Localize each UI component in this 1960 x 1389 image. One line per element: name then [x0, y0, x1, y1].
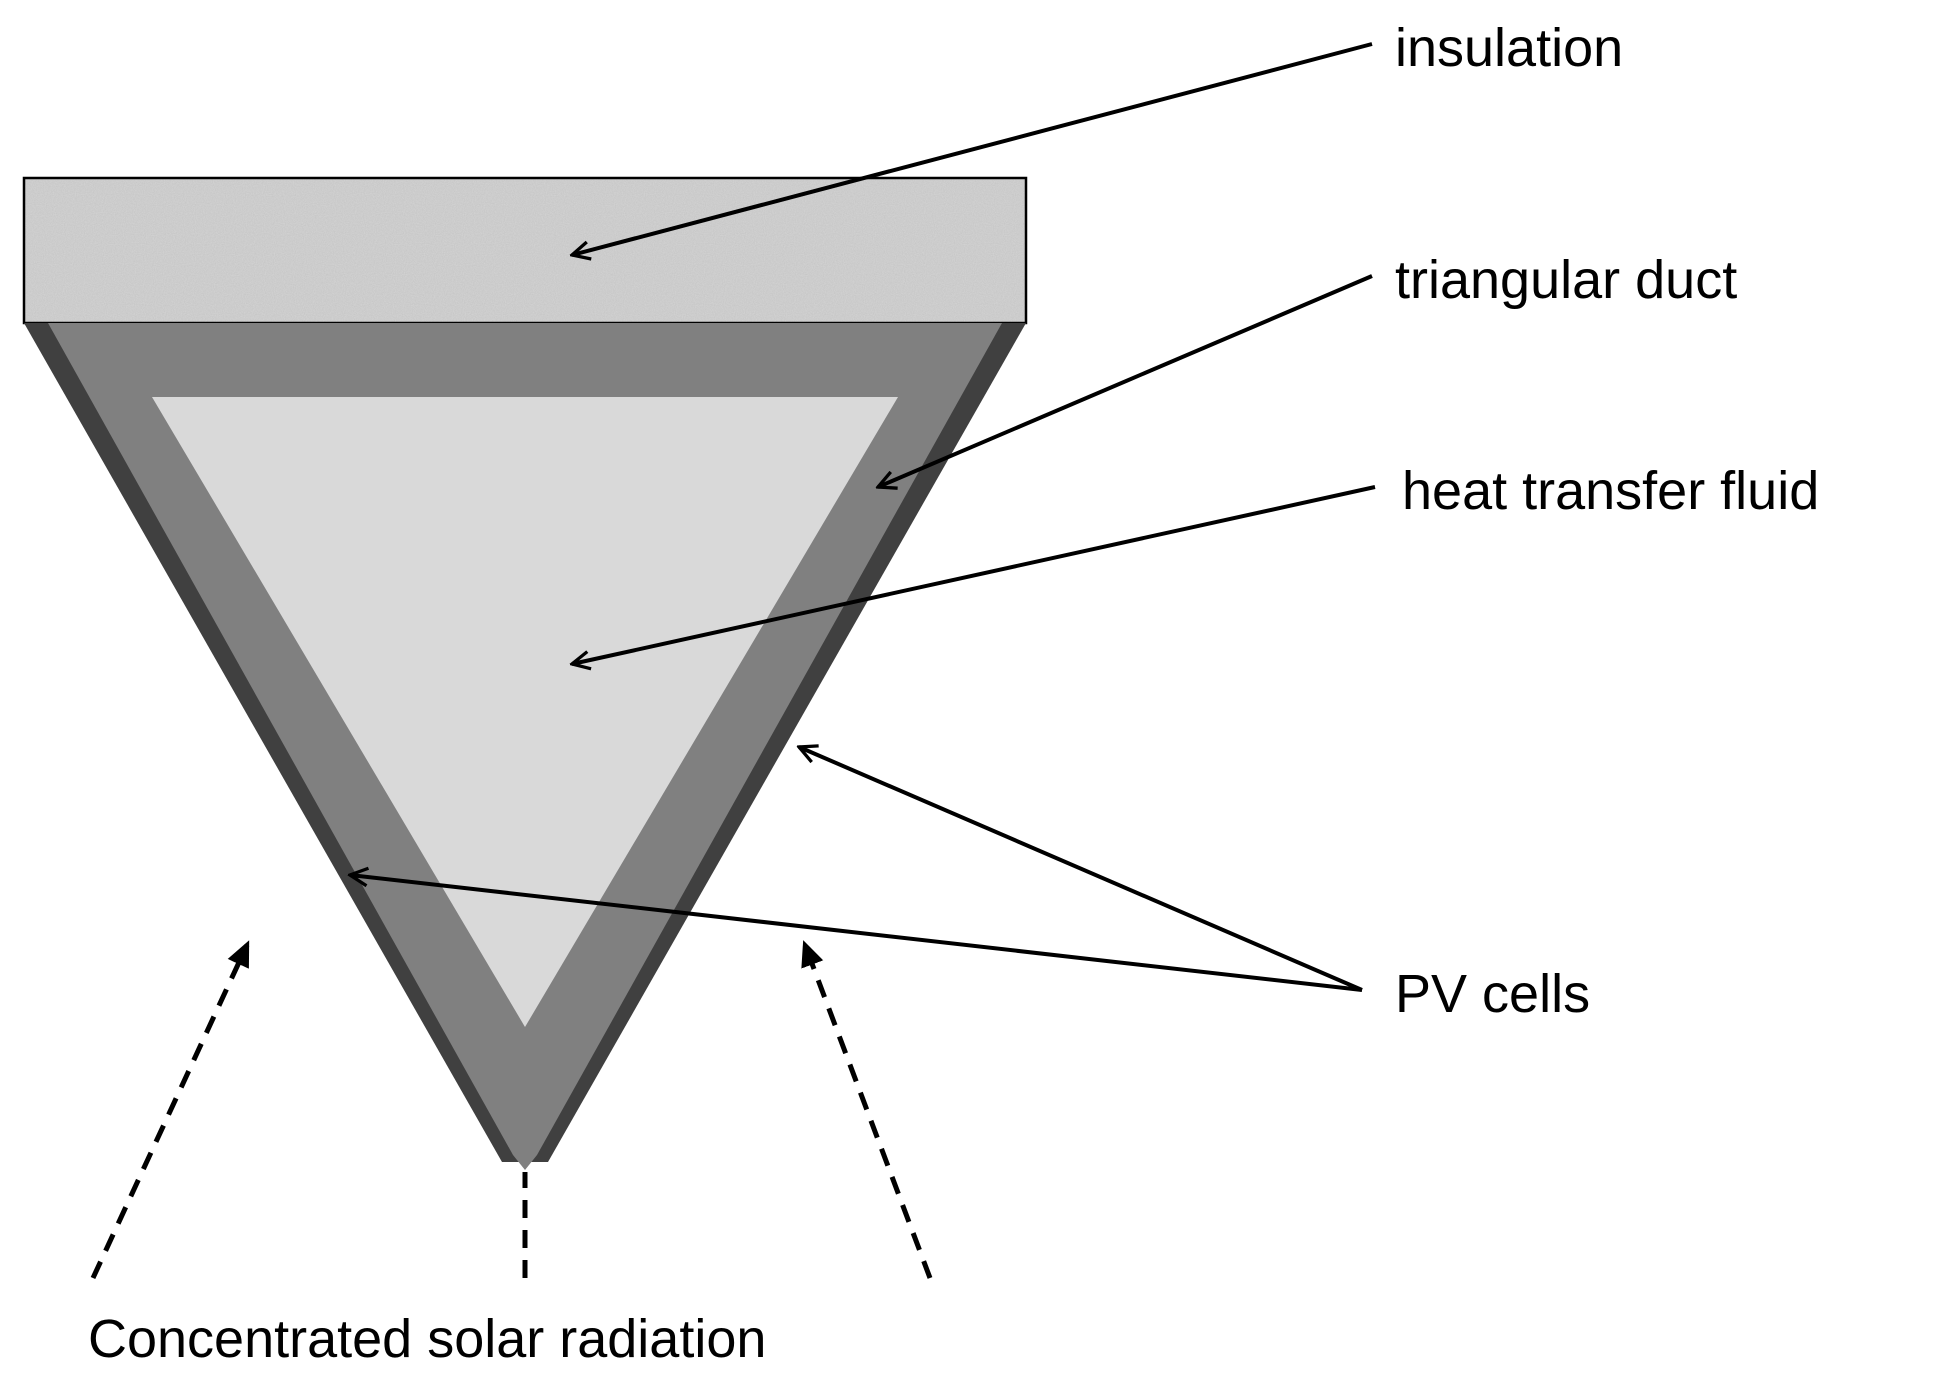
label-triangular-duct: triangular duct — [1395, 250, 1737, 310]
radiation-arrows — [90, 940, 933, 1280]
label-pv-cells: PV cells — [1395, 964, 1590, 1024]
leader-lines — [350, 42, 1376, 992]
insulation-leader — [572, 42, 1373, 255]
radiation-arrow-right — [801, 940, 933, 1279]
pv-cells-leader-left — [350, 875, 1363, 992]
heat-transfer-fluid-region — [152, 397, 898, 1027]
triangular-duct-leader — [878, 274, 1373, 487]
label-insulation: insulation — [1395, 18, 1623, 78]
radiation-arrow-left — [90, 940, 250, 1280]
label-concentrated-solar-radiation: Concentrated solar radiation — [88, 1309, 766, 1369]
heat-transfer-fluid-leader — [572, 485, 1376, 664]
pv-cells-leader-right — [799, 747, 1363, 992]
label-heat-transfer-fluid: heat transfer fluid — [1402, 461, 1819, 521]
insulation-block — [22, 176, 1028, 325]
